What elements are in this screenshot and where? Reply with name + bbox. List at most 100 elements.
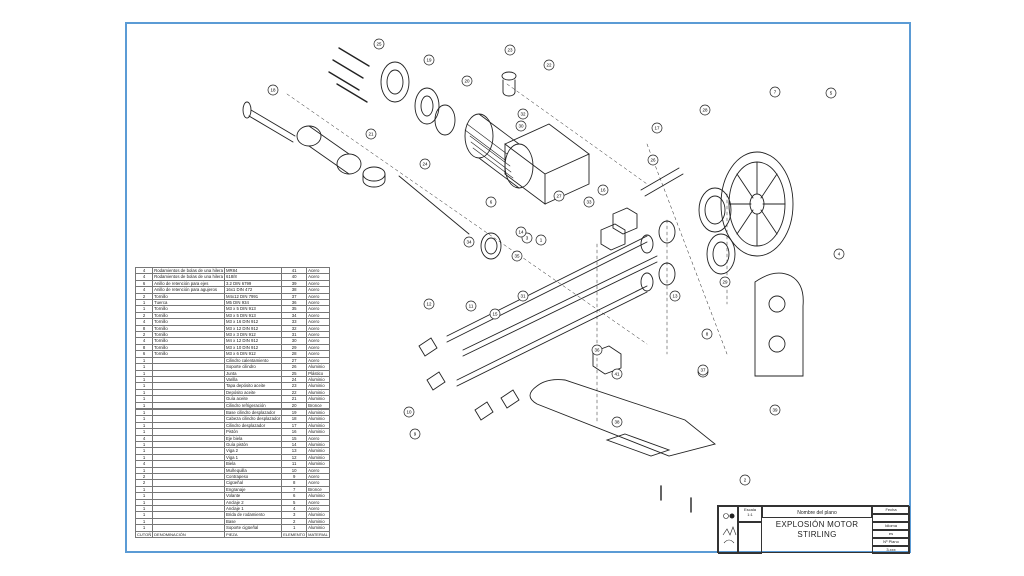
callout-balloon: [419, 158, 431, 170]
callout-label: 27: [556, 194, 562, 199]
callout-label: 17: [654, 126, 660, 131]
bom-cell-model: M3 x 10 DIN 912: [223, 343, 283, 352]
bom-cell-material: Aluminio: [306, 460, 330, 468]
bom-cell-model: Brida de rodamiento: [223, 511, 283, 519]
callout-label: 15: [492, 312, 498, 317]
callout-balloon: [611, 416, 623, 428]
bom-cell-qty: 1: [134, 466, 154, 475]
bom-cell-model: Tapa depósito aceite: [223, 382, 283, 390]
callout-balloon: [699, 104, 711, 116]
callout-balloon: [267, 84, 279, 96]
bom-cell-model: Soporte cilindro: [223, 363, 283, 371]
bom-cell-qty: 1: [134, 375, 154, 384]
bom-cell-material: Aluminio: [306, 511, 330, 519]
bom-cell-element: 40: [281, 273, 308, 281]
bom-cell-element: 6: [281, 492, 308, 500]
bom-cell-material: Acero: [306, 504, 330, 513]
callout-balloon: [517, 290, 529, 302]
bom-cell-material: Acero: [306, 273, 330, 281]
finned-cylinder: [464, 113, 534, 189]
bom-cell-model: Soporte cigüeñal: [223, 524, 283, 532]
bom-cell-qty: 1: [134, 492, 154, 500]
callout-balloon: [583, 196, 595, 208]
bom-cell-element: 13: [281, 447, 308, 455]
bom-cell-material: Acero: [306, 292, 330, 301]
callout-balloon: [504, 44, 516, 56]
callout-balloon: [465, 300, 477, 312]
bom-cell-element: 24: [281, 375, 308, 384]
bom-cell-material: Aluminio: [306, 375, 330, 384]
gear-disk: [698, 187, 732, 233]
callout-label: 6: [490, 200, 493, 205]
callout-label: 22: [546, 63, 552, 68]
bom-cell-model: Cilindro refrigeración: [223, 401, 283, 409]
bom-cell-material: Aluminio: [306, 408, 330, 417]
bom-cell-material: Acero: [306, 298, 330, 307]
bom-cell-model: Cabeza cilindro desplazador: [223, 415, 283, 423]
bom-cell-qty: 2: [134, 472, 154, 481]
bom-cell-material: Acero: [306, 279, 330, 288]
bom-cell-qty: 1: [134, 401, 154, 409]
bom-cell-qty: 1: [134, 369, 154, 377]
bom-cell-material: Aluminio: [306, 492, 330, 500]
bom-cell-qty: 1: [134, 408, 154, 417]
bom-cell-qty: 4: [134, 460, 154, 468]
bom-cell-material: Aluminio: [306, 388, 330, 397]
bom-cell-material: Acero: [306, 472, 330, 481]
callout-label: 33: [586, 200, 592, 205]
date-label: Fecha: [885, 507, 897, 512]
bom-cell-model: Cilindro desplazador: [223, 421, 283, 430]
callout-label: 21: [368, 132, 374, 137]
bom-cell-element: 29: [281, 343, 308, 352]
callout-label: 14: [518, 230, 524, 235]
bom-cell-qty: 4: [134, 266, 154, 275]
bom-cell-qty: 4: [134, 434, 154, 443]
callout-balloon: [403, 406, 415, 418]
callout-label: 8: [706, 332, 709, 337]
bom-cell-material: Acero: [306, 311, 330, 320]
bom-cell-model: M3 x 5 DIN 913: [223, 311, 283, 320]
bom-cell-qty: 1: [134, 524, 154, 532]
bom-cell-qty: 4: [134, 273, 154, 281]
callout-balloon: [833, 248, 845, 260]
bom-cell-element: 1: [281, 524, 308, 532]
bom-cell-material: Aluminio: [306, 382, 330, 390]
title-block: Escala 1:1 Nombre del plano EXPLOSIÓN MO…: [717, 505, 910, 554]
cylinder-cap: [362, 166, 386, 182]
bom-cell-material: Aluminio: [306, 421, 330, 430]
bom-cell-element: 41: [281, 266, 308, 275]
callout-label: 16: [600, 188, 606, 193]
bom-cell-model: M3 x 16 DIN 912: [223, 318, 283, 326]
bom-cell-name: DENOMINACIÓN: [152, 530, 225, 539]
logo-cell: [718, 506, 738, 554]
plan-number-label: Nº Plano: [872, 538, 910, 546]
callout-label: 34: [466, 240, 472, 245]
callout-balloon: [373, 38, 385, 50]
bom-cell-material: Acero: [306, 479, 330, 487]
bom-cell-element: 37: [281, 292, 308, 301]
scale-label: Escala: [743, 507, 756, 512]
callout-label: 28: [702, 108, 708, 113]
bom-cell-material: Acero: [306, 324, 330, 333]
callout-balloon: [647, 154, 659, 166]
callout-balloon: [511, 250, 523, 262]
bom-cell-element: 2: [281, 517, 308, 526]
callout-balloon: [423, 54, 435, 66]
bom-cell-material: Bronce: [306, 401, 330, 409]
bom-cell-element: 20: [281, 401, 308, 409]
callout-label: 32: [520, 112, 526, 117]
cylinder-support: [504, 123, 590, 205]
bom-cell-material: Aluminio: [306, 447, 330, 455]
callout-label: 23: [507, 48, 513, 53]
callout-balloon: [597, 184, 609, 196]
